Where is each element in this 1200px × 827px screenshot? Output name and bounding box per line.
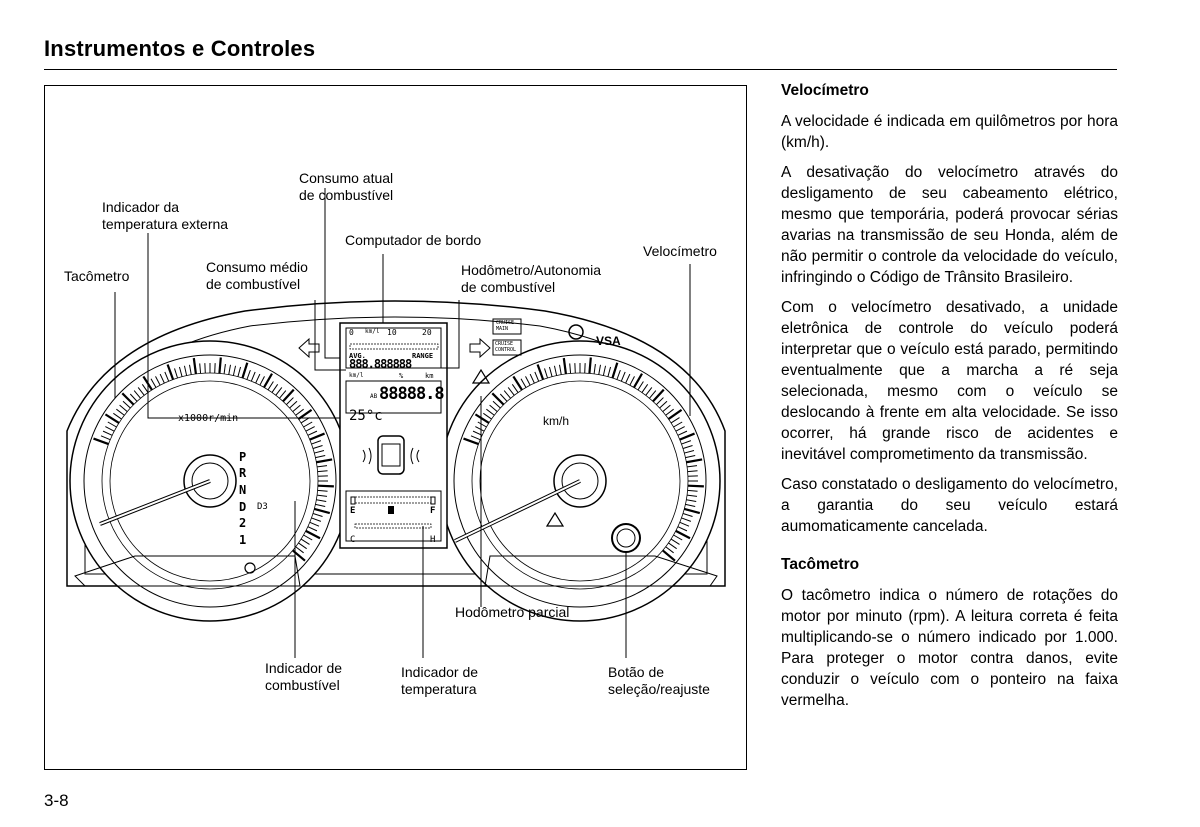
page-title: Instrumentos e Controles <box>44 36 316 61</box>
gear-d3: D3 <box>257 502 268 512</box>
kmh-dial-label: km/h <box>543 414 570 428</box>
trip-computer-lcd <box>339 322 448 549</box>
lcd-kml: km/l <box>349 372 364 379</box>
label-computador-bordo: Computador de bordo <box>345 232 482 248</box>
paragraph: A desativação do velocímetro através do … <box>781 164 1118 286</box>
fuel-full-mark: F <box>430 506 436 516</box>
paragraph: A velocidade é indicada em quilômetros p… <box>781 113 1118 151</box>
gear-p: P <box>239 450 247 464</box>
gear-1: 1 <box>239 533 247 547</box>
paragraph: Caso constatado o desligamento do velocí… <box>781 476 1118 535</box>
header-rule <box>44 69 1117 70</box>
lcd-km: km <box>425 372 434 380</box>
temp-cold-mark: C <box>350 535 356 545</box>
rpm-dial-label: x1000r/min <box>178 413 239 424</box>
gear-d: D <box>239 500 247 514</box>
lcd-scale-10: 10 <box>387 328 397 337</box>
fuel-empty-mark: E <box>350 506 356 516</box>
section-heading-tacometro: Tacômetro <box>781 556 860 573</box>
paragraph: O tacômetro indica o número de rotações … <box>781 587 1118 709</box>
dial-ticks <box>93 357 704 562</box>
page-number: 3-8 <box>44 791 69 810</box>
text-column: Velocímetro A velocidade é indicada em q… <box>781 80 1118 720</box>
lcd-scale-0: 0 <box>349 328 354 337</box>
leader-lines <box>114 188 691 658</box>
gear-2: 2 <box>239 516 247 530</box>
gear-r: R <box>239 466 247 480</box>
lcd-outside-temp: 25°c <box>349 408 383 424</box>
lcd-avg: AVG. <box>349 352 366 360</box>
lcd-scale-unit: km/l <box>365 328 380 335</box>
gear-n: N <box>239 483 247 497</box>
paragraph: Com o velocímetro desativado, a unidade … <box>781 299 1118 463</box>
tachometer-dial <box>69 340 351 622</box>
label-tacometro: Tacômetro <box>64 268 130 284</box>
lcd-range: RANGE <box>412 352 434 360</box>
lcd-main-digits: 888.888888 <box>349 357 412 371</box>
vsa-indicator: VSA <box>596 334 621 348</box>
lcd-pct: % <box>399 372 404 380</box>
section-heading-velocimetro: Velocímetro <box>781 82 869 99</box>
lcd-scale-20: 20 <box>422 328 432 337</box>
instrument-cluster-drawing <box>66 188 726 658</box>
instrument-panel-figure: km/h x1000r/min P R N D 2 1 D3 VSA CRUIS… <box>44 85 747 770</box>
label-hodometro-parcial: Hodômetro parcial <box>455 604 570 620</box>
label-velocimetro: Velocímetro <box>643 243 717 259</box>
speedometer-dial <box>439 340 721 622</box>
lcd-trip-ab: AB <box>370 393 378 400</box>
lcd-odometer-digits: 88888.8 <box>379 384 445 404</box>
temp-hot-mark: H <box>430 535 436 545</box>
